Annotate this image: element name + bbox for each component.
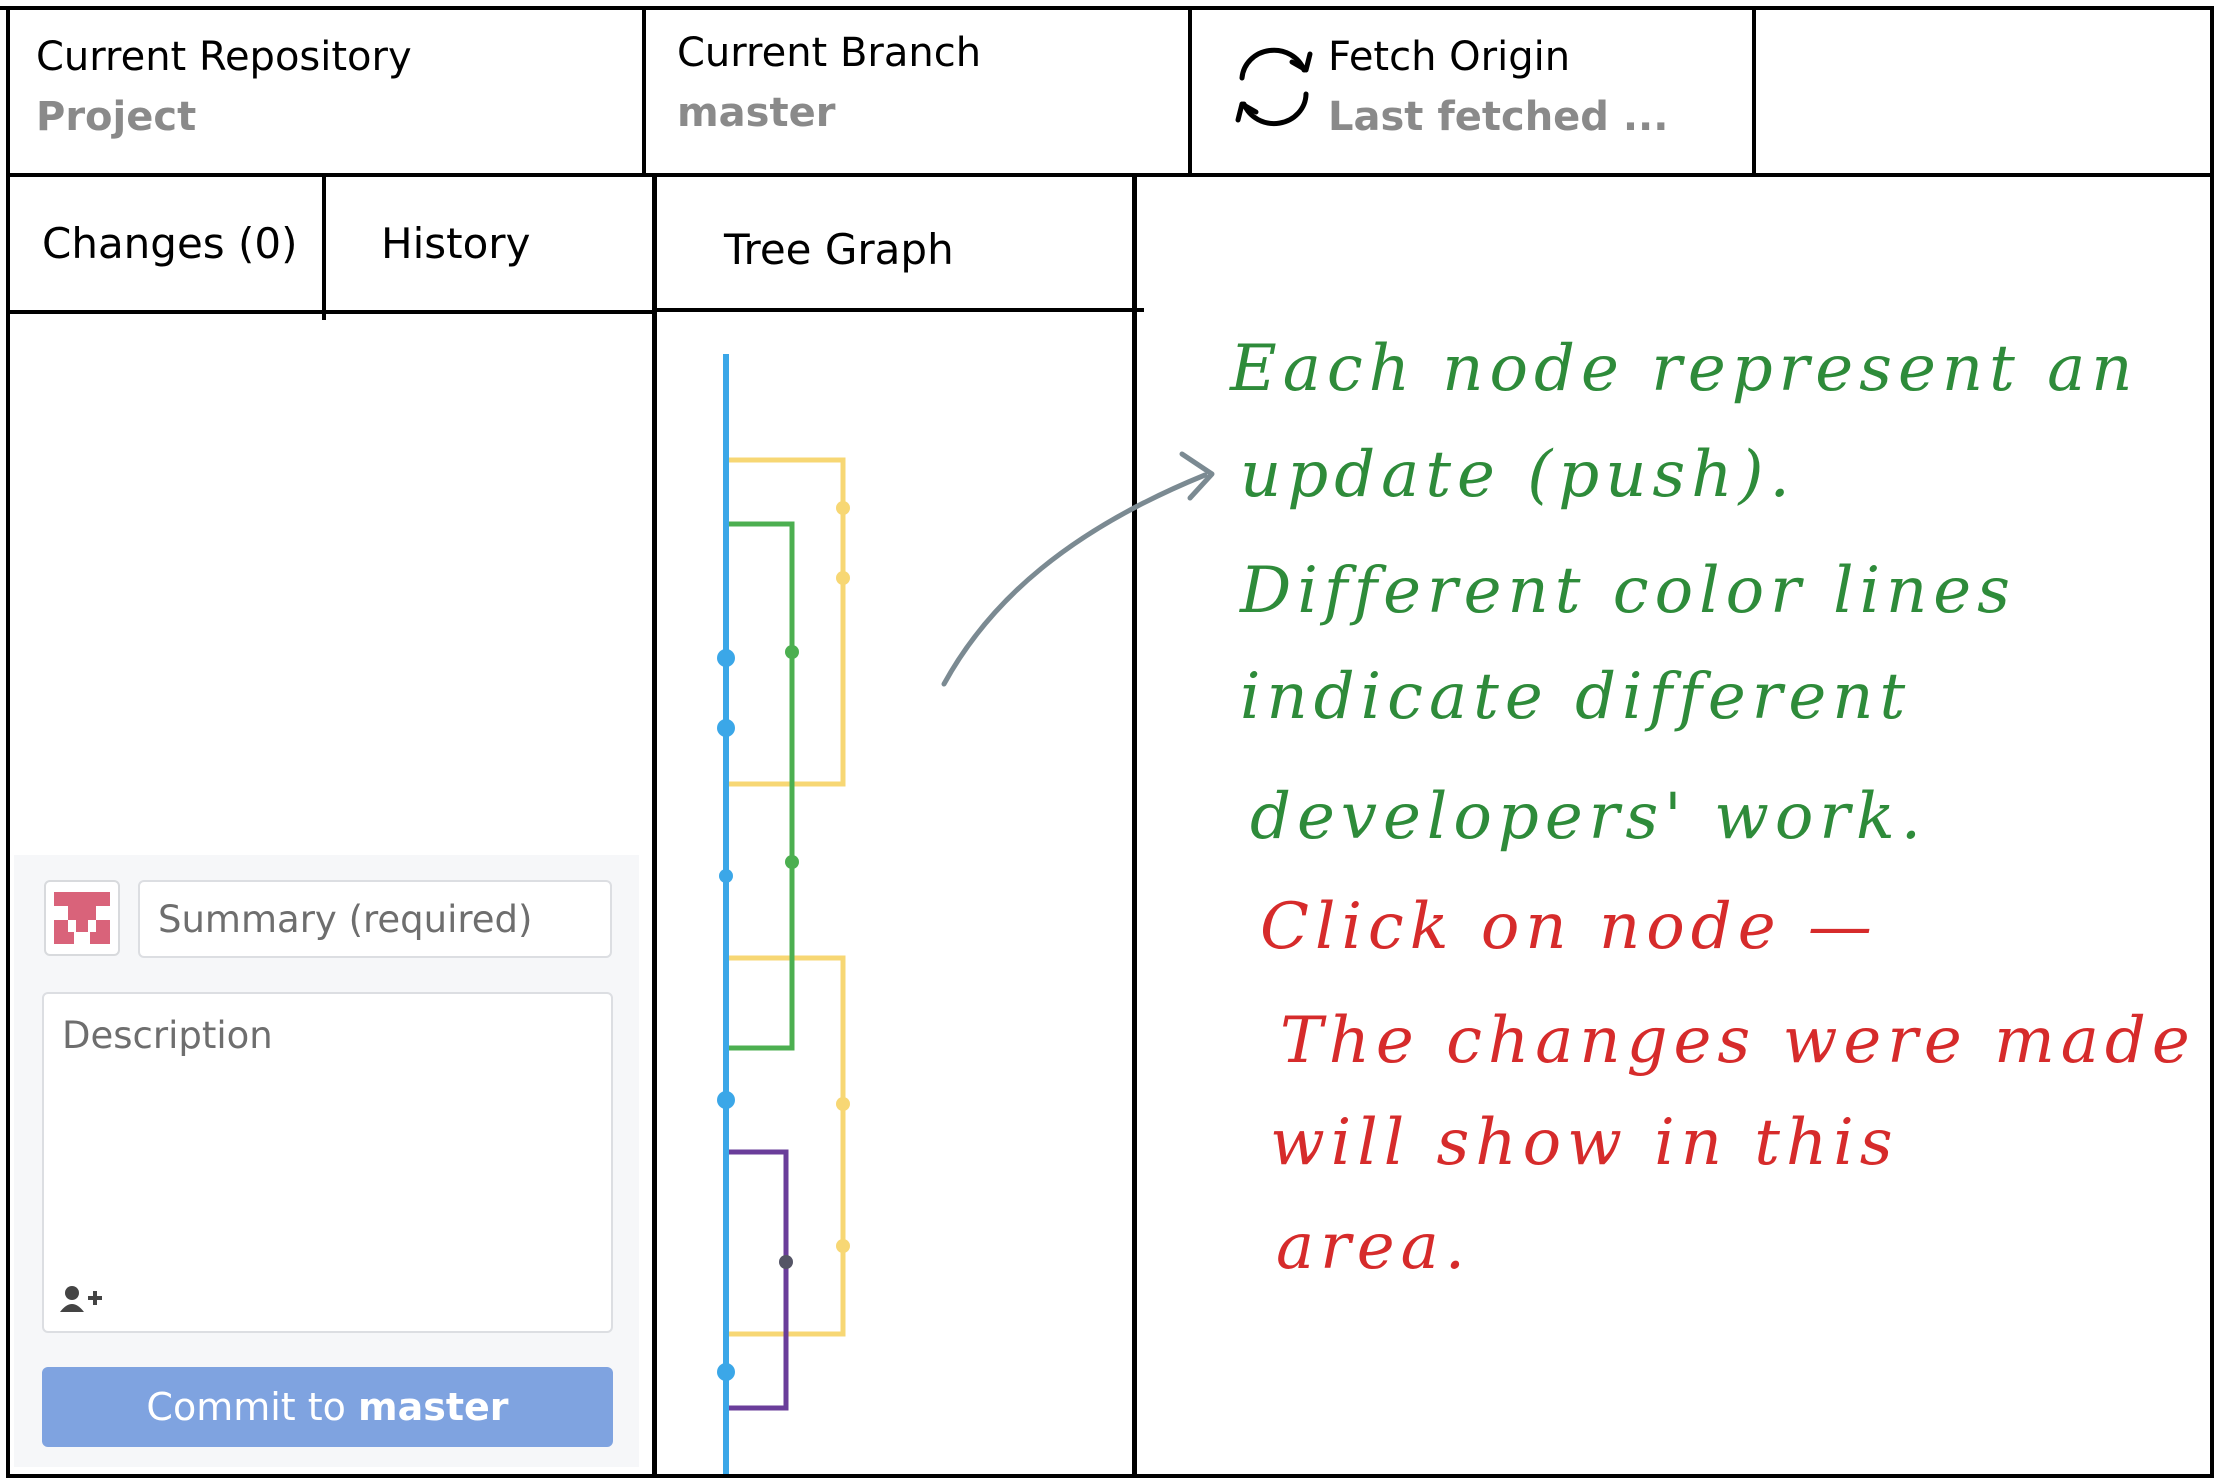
- commit-node[interactable]: [717, 649, 735, 667]
- tab-history-label: History: [381, 219, 531, 268]
- tab-tree-graph-label: Tree Graph: [724, 225, 954, 274]
- summary-input[interactable]: Summary (required): [138, 880, 612, 958]
- commit-node[interactable]: [719, 869, 733, 883]
- annotation-green-line-1: Each node represent an: [1230, 332, 2139, 406]
- avatar: [44, 880, 120, 956]
- tab-tree-graph[interactable]: Tree Graph: [657, 177, 1132, 308]
- commit-node[interactable]: [779, 1255, 793, 1269]
- identicon-icon: [54, 892, 110, 944]
- last-fetched-status: Last fetched ...: [1328, 94, 1669, 140]
- current-repository-label: Current Repository: [36, 34, 412, 80]
- toolbar-divider-3: [1752, 6, 1756, 175]
- toolbar-bottom-line: [6, 173, 2214, 177]
- annotation-red-line-1: Click on node —: [1260, 890, 1878, 964]
- branch-green: [726, 521, 795, 1051]
- commit-node[interactable]: [785, 855, 799, 869]
- column-divider-left: [652, 175, 657, 1478]
- toolbar-divider-2: [1188, 6, 1192, 175]
- commit-button-branch: master: [358, 1385, 509, 1429]
- annotation-red-line-3: will show in this: [1270, 1106, 1899, 1180]
- tab-changes-label: Changes (0): [42, 219, 298, 268]
- current-branch-dropdown[interactable]: Current Branch master: [646, 10, 1188, 173]
- toolbar-divider-1: [642, 6, 646, 175]
- annotation-green-line-3: Different color lines: [1240, 554, 2016, 628]
- commit-node[interactable]: [836, 1097, 850, 1111]
- commit-node[interactable]: [836, 1239, 850, 1253]
- current-repository-value: Project: [36, 94, 197, 140]
- branch-yellow-1: [726, 457, 846, 787]
- commit-button-prefix: Commit to: [146, 1385, 359, 1429]
- commit-node[interactable]: [717, 1091, 735, 1109]
- annotation-arrow: [941, 451, 1215, 687]
- tabs-bottom-line-left: [6, 310, 654, 314]
- commit-button[interactable]: Commit to master: [42, 1367, 613, 1447]
- annotation-green-line-4: indicate different: [1240, 660, 1912, 734]
- commit-node[interactable]: [717, 719, 735, 737]
- annotation-red-line-2: The changes were made: [1280, 1004, 2196, 1078]
- commit-node[interactable]: [785, 645, 799, 659]
- frame-right: [2210, 6, 2214, 1478]
- tab-changes[interactable]: Changes (0): [10, 177, 322, 310]
- frame-top: [0, 6, 2214, 10]
- column-divider-right: [1132, 175, 1137, 1478]
- tabs-bottom-line-graph: [654, 308, 1144, 312]
- commit-node[interactable]: [836, 571, 850, 585]
- tab-history[interactable]: History: [326, 177, 652, 310]
- current-branch-value: master: [677, 90, 836, 136]
- add-coauthor-icon[interactable]: [60, 1280, 104, 1312]
- frame-left: [6, 6, 10, 1478]
- fetch-origin-label: Fetch Origin: [1328, 34, 1571, 80]
- frame-bottom: [6, 1474, 2214, 1478]
- annotation-red-line-4: area.: [1276, 1210, 1472, 1284]
- sync-icon: [1235, 47, 1313, 127]
- commit-node[interactable]: [836, 501, 850, 515]
- fetch-origin-button[interactable]: Fetch Origin Last fetched ...: [1192, 10, 1752, 173]
- commit-tree-graph: [717, 354, 850, 1474]
- annotation-green-line-2: update (push).: [1240, 438, 1796, 512]
- current-branch-label: Current Branch: [677, 30, 982, 76]
- annotation-green-line-5: developers' work.: [1250, 780, 1928, 854]
- commit-node[interactable]: [717, 1363, 735, 1381]
- description-textarea[interactable]: Description: [42, 992, 613, 1333]
- branch-purple: [726, 1149, 789, 1411]
- summary-placeholder: Summary (required): [158, 898, 533, 941]
- description-placeholder: Description: [62, 1014, 273, 1057]
- tab-divider: [322, 175, 326, 320]
- current-repository-dropdown[interactable]: Current Repository Project: [10, 10, 642, 173]
